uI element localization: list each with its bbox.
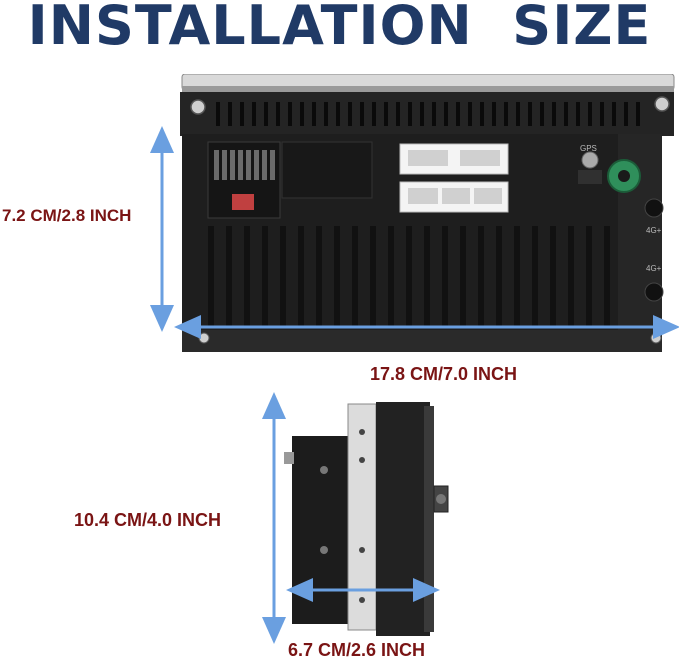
box-depth-dimension-label: 6.7 CM/2.6 INCH: [288, 640, 426, 660]
port-label-upper: 4G+: [646, 226, 662, 235]
width-dimension-label: 17.8 CM/7.0 INCH: [370, 364, 518, 384]
total-depth-dimension-label: 10.4 CM/4.0 INCH: [74, 510, 222, 530]
gps-port-label: GPS: [580, 144, 597, 153]
page-title: INSTALLATION SIZE: [27, 0, 652, 57]
port-label-lower: 4G+: [646, 264, 662, 273]
rear-view-unit: [180, 74, 675, 352]
height-dimension-label: 7.2 CM/2.8 INCH: [2, 206, 132, 225]
